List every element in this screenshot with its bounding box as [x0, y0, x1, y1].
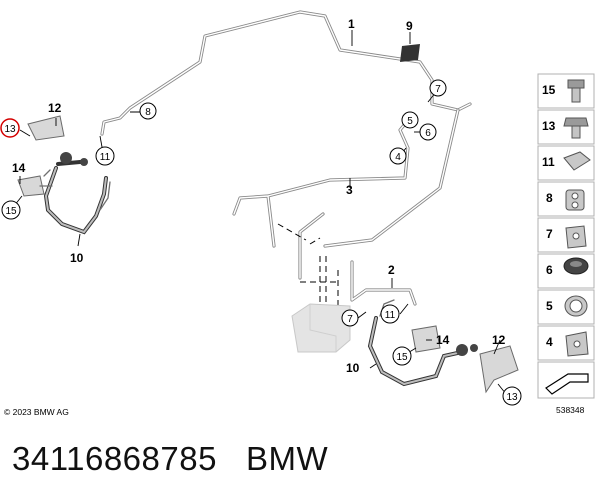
- brake-line-2: [350, 260, 417, 306]
- circled-callout-11-right: 11: [380, 304, 400, 324]
- double-clip-icon: [565, 189, 585, 211]
- copyright-text: © 2023 BMW AG: [4, 407, 69, 417]
- clamp-icon: [564, 295, 588, 317]
- circled-callout-15-right: 15: [392, 346, 412, 366]
- circled-callout-8: 8: [139, 102, 157, 120]
- svg-text:11: 11: [100, 152, 111, 163]
- pad-9: [400, 44, 420, 62]
- svg-text:15: 15: [5, 206, 17, 217]
- clip-icon: [563, 151, 591, 171]
- circled-callout-4: 4: [389, 147, 407, 165]
- callout-10-right: 10: [346, 361, 360, 375]
- arrow-icon: [545, 373, 589, 395]
- svg-text:7: 7: [435, 84, 441, 95]
- callout-3: 3: [346, 183, 353, 197]
- svg-text:6: 6: [425, 128, 431, 139]
- legend-item-label: 11: [542, 155, 555, 169]
- circled-callout-13-left: 13: [0, 118, 20, 138]
- bolt-icon: [567, 79, 585, 103]
- svg-text:15: 15: [396, 352, 408, 363]
- left-hose-assembly: [17, 115, 111, 235]
- footer-caption: 34116868785 BMW: [12, 440, 328, 478]
- legend-item-label: 5: [546, 299, 553, 313]
- brand-name: BMW: [245, 440, 329, 477]
- circled-callout-7-top: 7: [429, 79, 447, 97]
- callout-2: 2: [388, 263, 395, 277]
- hydraulic-unit: [291, 303, 351, 353]
- brake-line-1: [100, 10, 472, 248]
- hex-bolt-icon: [563, 117, 589, 139]
- circled-callout-6: 6: [419, 123, 437, 141]
- holder-icon: [565, 225, 587, 249]
- diagram-id: 538348: [556, 405, 585, 415]
- legend-item-label: 6: [546, 263, 553, 277]
- right-hose-assembly: [367, 299, 519, 394]
- svg-text:11: 11: [385, 310, 396, 321]
- brake-line-3: [232, 116, 412, 280]
- legend-item-label: 15: [542, 83, 556, 97]
- svg-text:13: 13: [4, 124, 16, 135]
- circled-callout-15-left: 15: [1, 200, 21, 220]
- legend-item-label: 4: [546, 335, 553, 349]
- callout-9: 9: [406, 19, 413, 33]
- svg-text:7: 7: [347, 314, 353, 325]
- assembly-dashed-lines: [277, 223, 340, 318]
- circled-callout-7-bottom: 7: [341, 309, 359, 327]
- circled-callout-13-right: 13: [502, 386, 522, 406]
- legend-item-label: 7: [546, 227, 553, 241]
- callout-10-left: 10: [70, 251, 84, 265]
- callout-12-left: 12: [48, 101, 62, 115]
- bracket-icon: [565, 331, 589, 357]
- parts-diagram: 1 9 3 2 12 14 10 14 10 12 5 6 7 4 8 11 1…: [0, 10, 595, 417]
- legend-item-label: 8: [546, 191, 553, 205]
- part-number: 34116868785: [12, 440, 217, 477]
- callout-1: 1: [348, 17, 355, 31]
- grommet-icon: [563, 257, 589, 275]
- svg-text:4: 4: [395, 152, 401, 163]
- legend-panel: 15 13 11 8 7 6 5 4: [537, 73, 595, 399]
- legend-item-label: 13: [542, 119, 556, 133]
- svg-text:13: 13: [506, 392, 518, 403]
- callout-12-right: 12: [492, 333, 506, 347]
- circled-callout-11-left: 11: [95, 146, 115, 166]
- svg-text:8: 8: [145, 107, 151, 118]
- callout-14-right: 14: [436, 333, 450, 347]
- svg-text:5: 5: [407, 116, 413, 127]
- callout-14-left: 14: [12, 161, 26, 175]
- circled-callout-5: 5: [401, 111, 419, 129]
